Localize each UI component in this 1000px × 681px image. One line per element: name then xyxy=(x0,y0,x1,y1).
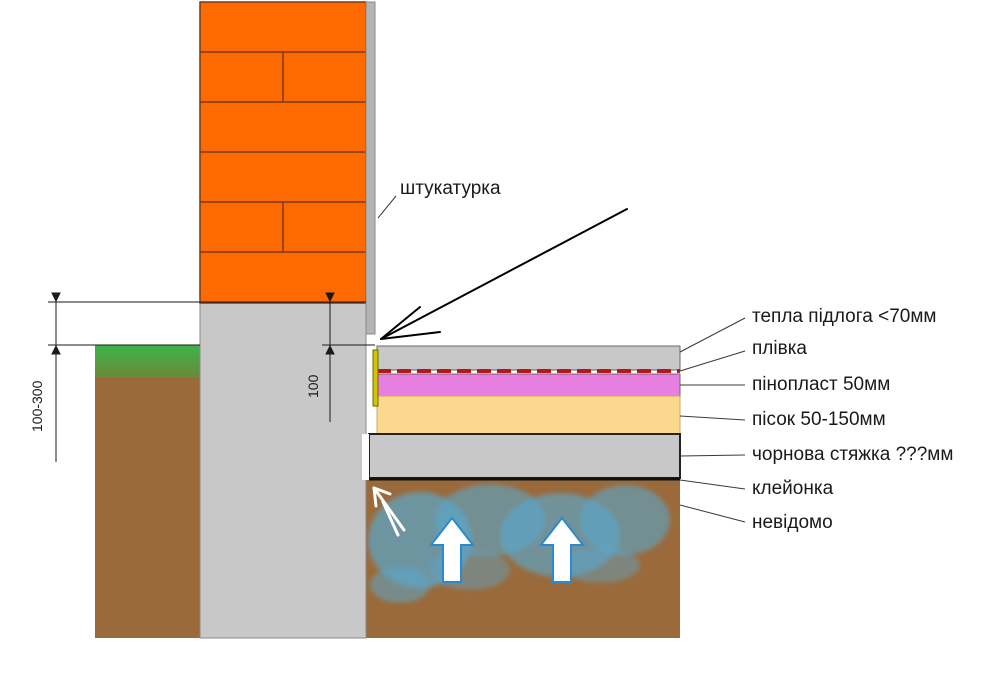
warm-floor-layer xyxy=(376,345,681,371)
label-sand: пісок 50-150мм xyxy=(752,409,886,430)
dimension-lines xyxy=(48,292,375,462)
leader-lines xyxy=(377,195,746,523)
edge-white-line xyxy=(362,434,369,480)
label-plaster: штукатурка xyxy=(400,178,501,199)
label-film: плівка xyxy=(752,338,807,359)
foam-layer xyxy=(376,373,681,397)
sand-layer xyxy=(376,395,681,435)
label-waterproofing: клейонка xyxy=(752,478,834,499)
inner-height-dimension: 100 xyxy=(305,374,321,398)
grass-strip xyxy=(95,345,201,377)
moisture-arrow-icon xyxy=(428,516,476,583)
damper-strip xyxy=(372,349,379,407)
foundation xyxy=(199,302,367,639)
rough-screed-layer xyxy=(368,433,681,479)
outer-soil xyxy=(95,358,201,638)
label-rough-screed: чорнова стяжка ???мм xyxy=(752,444,953,465)
moisture-arrow-icon xyxy=(372,486,406,537)
white-gap xyxy=(367,336,377,346)
brick-wall xyxy=(199,1,367,304)
label-warm-floor: тепла підлога <70мм xyxy=(752,306,936,327)
outer-height-dimension: 100-300 xyxy=(29,380,45,432)
label-foam: пінопласт 50мм xyxy=(752,374,890,395)
plaster-layer xyxy=(365,1,376,335)
label-unknown: невідомо xyxy=(752,512,833,533)
moisture-arrow-icon xyxy=(538,516,586,583)
pointer-arrow-icon xyxy=(380,208,628,340)
